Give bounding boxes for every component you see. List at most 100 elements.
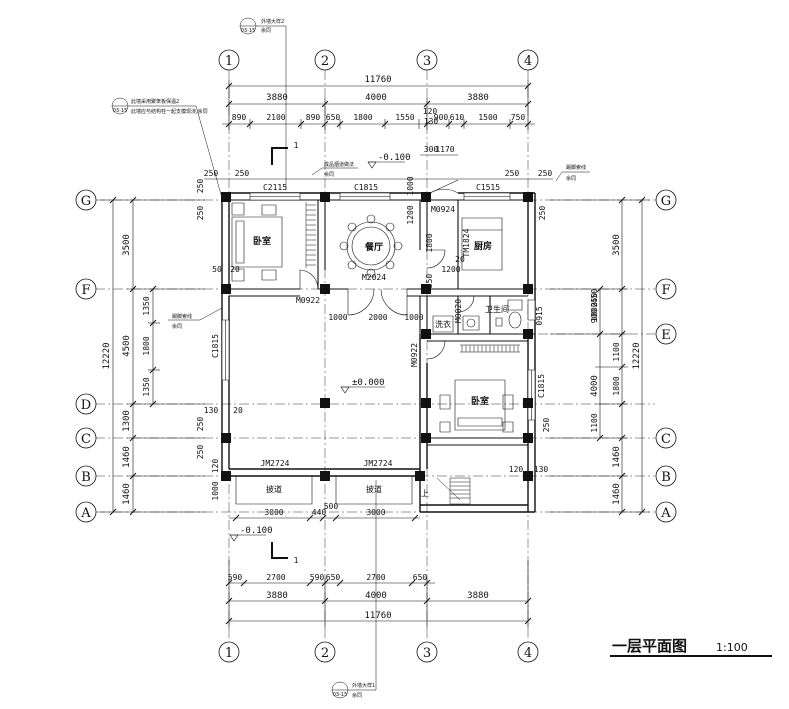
inner-dim-1200: 1200 (406, 205, 415, 224)
axis-label-A-left: A (80, 506, 91, 521)
inner-dim-1000: 1000 (328, 313, 347, 322)
dim-top-small-300: 300 (424, 145, 439, 154)
axis-label-1-bottom: 1 (225, 646, 233, 661)
tag-m0820: M0820 (454, 299, 463, 323)
dim-left-small-250-d: 250 (196, 445, 205, 460)
axis-label-F-right: F (661, 283, 670, 298)
dim-top-detail-4: 650 (326, 113, 341, 122)
dim-right-detail-6: 450 (590, 289, 599, 304)
dim-left-bay-2: 4500 (122, 335, 132, 357)
room-laundry: 洗衣 (435, 319, 451, 329)
kitchen-counter (462, 218, 502, 270)
center-marker (320, 398, 330, 408)
inner-dim-1000b: 1000 (404, 313, 423, 322)
drawing-title: 一层平面图 (612, 637, 687, 655)
inner-dim-2000: 2000 (368, 313, 387, 322)
axis-label-A-right: A (660, 506, 671, 521)
level-zero: ±0.000 (352, 378, 385, 388)
axis-bubbles-top (219, 50, 538, 70)
level-bottom: -0.100 (240, 526, 273, 536)
room-kitchen: 厨房 (474, 240, 492, 252)
tag-c1815-left: C1815 (211, 334, 220, 358)
dim-right-detail-5: 900 (590, 309, 599, 324)
axis-label-2-top: 2 (321, 54, 329, 69)
dining-table (340, 215, 402, 277)
dim-right-bay-1: 3500 (612, 234, 622, 256)
dim-top-detail-8: 610 (450, 113, 465, 122)
dim-left-small-250-a: 250 (196, 179, 205, 194)
interior-walls (229, 200, 535, 445)
dim-porch-3: 500 (324, 502, 339, 511)
left-dimension-ticks (110, 197, 156, 515)
callout-chimney-sub: 余同 (324, 171, 334, 178)
level-markers (230, 162, 405, 541)
tag-c1815-right: C1815 (537, 374, 546, 398)
dim-top-detail-3: 890 (306, 113, 321, 122)
dim-right-detail-2: 1800 (612, 376, 621, 395)
section-mark-top (272, 148, 288, 165)
inner-dim-50: 50 (212, 265, 222, 274)
callout-left-sub-3: 余同 (172, 323, 182, 330)
axis-label-3-bottom: 3 (423, 646, 431, 661)
dim-top-detail-9: 1500 (478, 113, 497, 122)
dim-right-bay-2: 1100 (612, 342, 621, 361)
room-bedroom-2: 卧室 (471, 395, 489, 407)
dim-right-bay-6: 1460 (612, 483, 622, 505)
dim-right-bay-3: 4000 (590, 375, 600, 397)
callout-left-note-2: 此墙应与结构柱一起支模现浇,余同 (131, 108, 208, 115)
dim-bottom-detail-4: 650 (326, 573, 341, 582)
section-label-top: 1 (294, 141, 299, 150)
dim-right-small-130: 130 (534, 465, 549, 474)
inner-dim-1800: 1800 (425, 233, 434, 252)
axis-label-B-left: B (81, 470, 91, 485)
inner-dim-130: 130 (424, 117, 439, 126)
callout-right-note: 踢脚索线 (566, 164, 586, 171)
dim-bottom-detail-6: 650 (413, 573, 428, 582)
floor-tile-strip (460, 345, 520, 352)
axis-label-1-top: 1 (225, 54, 233, 69)
dim-top-detail-5: 1800 (353, 113, 372, 122)
dim-top-detail-2: 2100 (266, 113, 285, 122)
dim-top-detail-10: 750 (511, 113, 526, 122)
tag-m0922-b: M0922 (410, 343, 419, 367)
top-dimension-lines (222, 80, 535, 130)
callout-leaders (112, 18, 590, 698)
right-dimension-ticks (597, 197, 645, 515)
callout-bottom-ref: 03-15 (333, 692, 348, 698)
callout-left-note: 此墙采用聚苯板保温2 (131, 98, 179, 105)
axis-label-2-bottom: 2 (321, 646, 329, 661)
axis-label-4-top: 4 (524, 54, 532, 69)
dim-top-bay-3: 3880 (467, 93, 489, 103)
dim-top-small-250-c: 250 (505, 169, 520, 178)
room-porch-2: 披道 (366, 484, 382, 494)
dim-top-total: 11760 (364, 75, 391, 85)
dim-left-bay-5: 1460 (122, 483, 132, 505)
tag-c1515: C1515 (476, 183, 500, 192)
axis-label-C-right: C (661, 432, 671, 447)
inner-dim-20: 20 (455, 255, 465, 264)
left-dimension-lines (100, 200, 205, 512)
section-label-bottom: 1 (294, 556, 299, 565)
tag-m0922-a: M0922 (296, 296, 320, 305)
dim-bottom-bay-1: 3880 (266, 591, 288, 601)
axis-label-B-right: B (661, 470, 671, 485)
dim-right-small-120: 120 (509, 465, 524, 474)
inner-dim-20b: 20 (230, 265, 240, 274)
axis-label-G-left: G (81, 194, 91, 209)
dim-left-detail-2: 1800 (142, 336, 151, 355)
tag-up: 上 (421, 489, 429, 498)
dim-bottom-total: 11760 (364, 611, 391, 621)
dim-top-detail-6: 1550 (395, 113, 414, 122)
dim-left-detail-1: 1350 (142, 296, 151, 315)
bed-2 (440, 380, 513, 432)
axis-bubbles-bottom (219, 642, 538, 662)
dim-top-small-120: 120 (423, 107, 438, 116)
dim-right-small-250-a: 250 (538, 206, 547, 221)
dim-right-bay-4: 1100 (590, 413, 599, 432)
dim-bottom-detail-2: 2700 (266, 573, 285, 582)
axis-label-4-bottom: 4 (524, 646, 532, 661)
axis-label-G-right: G (661, 194, 671, 209)
dim-top-bay-2: 4000 (365, 93, 387, 103)
staircase (437, 478, 470, 504)
dim-top-bay-1: 3880 (266, 93, 288, 103)
